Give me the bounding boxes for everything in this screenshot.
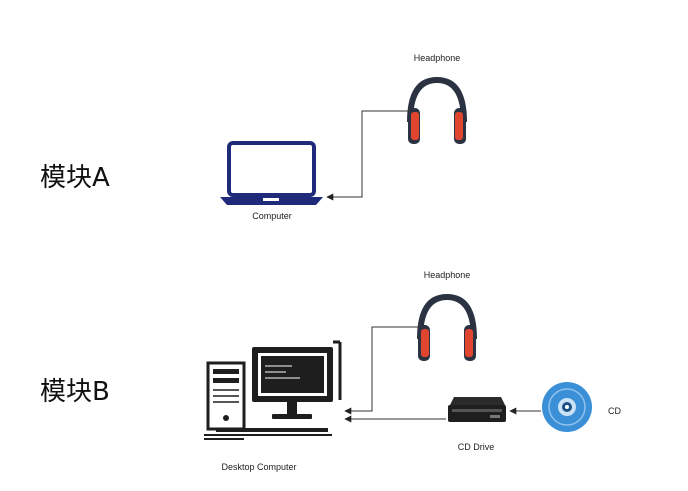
module-a: 模块A Headphone Computer bbox=[40, 53, 467, 221]
module-b: 模块B Headphone bbox=[40, 270, 621, 472]
module-a-headphone-label: Headphone bbox=[414, 53, 461, 63]
module-a-label: 模块A bbox=[40, 163, 110, 193]
module-b-label: 模块B bbox=[40, 377, 110, 407]
headphone-icon bbox=[407, 76, 467, 144]
module-b-headphone-label: Headphone bbox=[424, 270, 471, 280]
headphone-icon bbox=[417, 293, 477, 361]
module-b-desktop-label: Desktop Computer bbox=[221, 462, 296, 472]
cd-disc-icon bbox=[542, 382, 592, 432]
connector-headphone-to-desktop bbox=[344, 326, 421, 415]
laptop-icon bbox=[220, 141, 323, 205]
desktop-computer-icon bbox=[204, 340, 342, 440]
module-b-cd-drive-label: CD Drive bbox=[458, 442, 495, 452]
connector-headphone-to-laptop bbox=[326, 110, 410, 201]
module-b-cd-label: CD bbox=[608, 406, 621, 416]
cd-drive-icon bbox=[448, 397, 506, 422]
module-a-computer-label: Computer bbox=[252, 211, 292, 221]
